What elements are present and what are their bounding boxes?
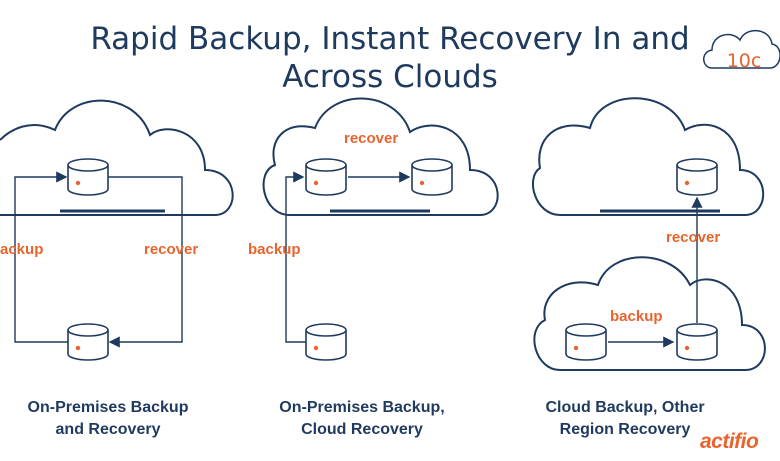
cloud-icon (0, 99, 234, 216)
backup-label: backup (248, 241, 301, 258)
backup-label: backup (610, 308, 663, 325)
title-line-2: Across Clouds (282, 59, 498, 95)
panel-caption: On-Premises Backup, Cloud Recovery (247, 397, 477, 441)
database-icon (676, 158, 718, 196)
caption-line-1: On-Premises Backup, (279, 399, 445, 416)
database-icon (676, 323, 718, 361)
database-icon (67, 158, 109, 196)
database-icon (305, 323, 347, 361)
caption-line-2: and Recovery (55, 421, 161, 438)
badge-label: 10c (726, 50, 762, 72)
cloud-icon (262, 97, 499, 216)
database-icon (305, 158, 347, 196)
caption-line-1: On-Premises Backup (27, 399, 189, 416)
panel-caption: Cloud Backup, Other Region Recovery (510, 397, 740, 441)
panel-caption: On-Premises Backup and Recovery (0, 397, 223, 441)
recover-label: recover (666, 229, 721, 246)
database-icon (565, 323, 607, 361)
caption-line-2: Region Recovery (559, 421, 691, 438)
backup-label: ackup (0, 241, 44, 258)
database-icon (67, 323, 109, 361)
caption-line-1: Cloud Backup, Other (545, 399, 705, 416)
caption-line-2: Cloud Recovery (301, 421, 423, 438)
cloud-icon (533, 256, 766, 371)
cloud-icon (531, 97, 765, 216)
actifio-logo: actifio (700, 430, 759, 453)
database-icon (411, 158, 453, 196)
page-title: Rapid Backup, Instant Recovery In and Ac… (40, 20, 740, 96)
title-line-1: Rapid Backup, Instant Recovery In and (90, 21, 690, 57)
recover-label: recover (344, 130, 399, 147)
recover-label: recover (144, 241, 199, 258)
